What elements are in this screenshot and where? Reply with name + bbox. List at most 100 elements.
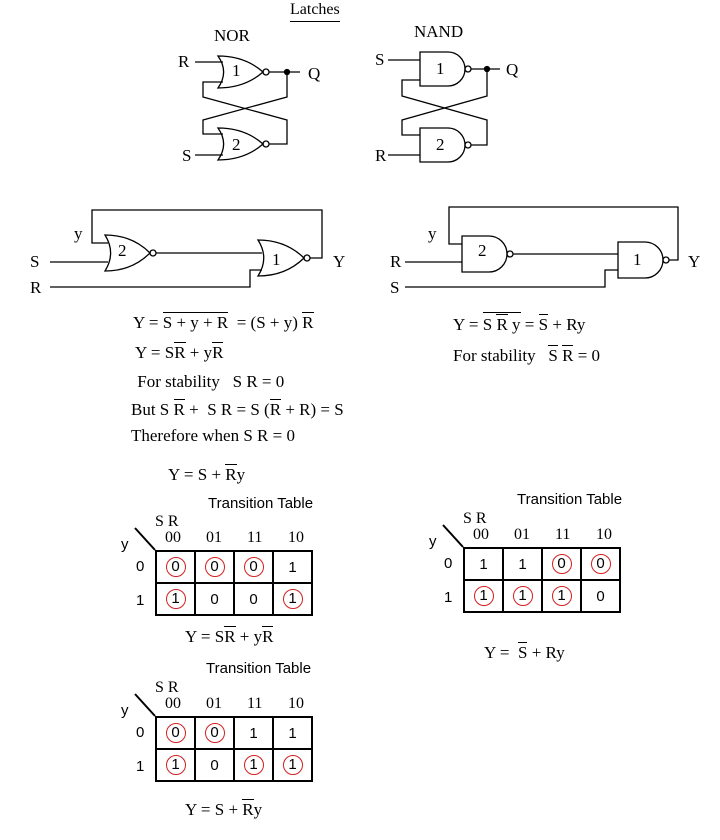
- stable-state-circled-value: 0: [165, 557, 186, 577]
- column-header: 10: [288, 529, 304, 546]
- wire: [91, 209, 323, 259]
- equation-text: R: [496, 315, 508, 334]
- row-variable-label: y: [429, 533, 437, 550]
- inversion-bubble-icon: [464, 65, 472, 73]
- table-cell: 0: [580, 579, 621, 613]
- table-equation: Y = S + Ry: [185, 799, 262, 820]
- equation-text: + Ry: [527, 643, 565, 662]
- stable-state-circled-value: 1: [243, 755, 264, 775]
- stable-state-circled-value: 1: [165, 589, 186, 609]
- table-cell: 0: [580, 547, 621, 581]
- stable-state-circled-value: 0: [204, 557, 225, 577]
- table-cell: 1: [155, 748, 196, 782]
- row-header: 1: [444, 589, 453, 606]
- equation-text: =: [520, 315, 539, 334]
- equation-text: + y: [235, 627, 263, 646]
- nor-output-q: Q: [308, 64, 321, 83]
- column-header: 11: [247, 695, 263, 712]
- nand-input-s: S: [375, 50, 385, 69]
- nand-circuit-y-label: y: [428, 224, 437, 243]
- table-cell: 1: [272, 550, 313, 584]
- overline-term: R: [225, 464, 237, 485]
- equation-left-1: Y = SR + yR: [135, 342, 224, 363]
- table-cell: 1: [155, 582, 196, 616]
- wire: [202, 81, 288, 145]
- equation-text: y: [507, 315, 521, 334]
- table-cell: 0: [155, 550, 196, 584]
- equation-left-4: Therefore when S R = 0: [131, 426, 295, 446]
- equation-text: S: [517, 643, 528, 662]
- equation-text: For stability: [453, 346, 549, 365]
- overline-term: R: [173, 399, 185, 420]
- nand-circuit-gate-2-label: 2: [478, 241, 487, 260]
- table-cell: 1: [272, 582, 313, 616]
- equation-text: Y =: [453, 315, 483, 334]
- column-header: 11: [247, 529, 263, 546]
- row-header: 1: [136, 592, 145, 609]
- equation-left-2: For stability S R = 0: [133, 372, 284, 392]
- equation-text: R: [212, 343, 224, 362]
- column-header: 01: [514, 526, 530, 543]
- overline-term: R: [562, 345, 574, 366]
- stable-state-circled-value: 1: [165, 755, 186, 775]
- stable-state-circled-value: 0: [204, 723, 225, 743]
- nor-circuit-gate-2-label: 2: [118, 241, 127, 260]
- equation-left-5: Y = S + Ry: [168, 464, 245, 485]
- equation-text: + y: [185, 343, 213, 362]
- equation-text: Y = S +: [185, 800, 243, 819]
- nand-output-q: Q: [506, 60, 519, 79]
- equation-text: S + y + R: [162, 313, 229, 332]
- nand-circuit-r-label: R: [390, 252, 402, 271]
- equation-text: Y = S: [135, 343, 175, 362]
- wire: [202, 72, 288, 135]
- nor-gate-1-icon: [216, 55, 264, 89]
- inversion-bubble-icon: [506, 250, 514, 258]
- overline-term: S: [548, 345, 558, 366]
- diagonal-divider: [134, 527, 156, 551]
- overline-term: R: [174, 342, 186, 363]
- wire: [50, 269, 262, 288]
- nor-circuit-y-label: y: [74, 224, 83, 243]
- table-cell: 0: [194, 748, 235, 782]
- equation-text: S: [482, 315, 497, 334]
- overline-term: R: [496, 314, 508, 335]
- column-header: 01: [206, 529, 222, 546]
- transition-table-title: Transition Table: [208, 495, 314, 512]
- nand-gate-2-label: 2: [436, 135, 445, 154]
- table-cell: 0: [194, 582, 235, 616]
- nand-circuit-y-output: Y: [688, 252, 701, 271]
- nor-circuit-r-label: R: [30, 278, 42, 297]
- table-cell: 1: [463, 579, 504, 613]
- overline-term: S: [538, 314, 549, 335]
- column-header: 00: [473, 526, 489, 543]
- nand-latch-label: NAND: [414, 22, 464, 41]
- overline-term: S: [517, 642, 528, 663]
- equation-text: R: [562, 346, 574, 365]
- inversion-bubble-icon: [662, 256, 670, 264]
- equation-left-3: But S R + S R = S (R + R) = S: [131, 399, 344, 420]
- nor-circuit-gate-1-label: 1: [272, 250, 281, 269]
- table-equation: Y = S + Ry: [484, 642, 565, 663]
- table-cell: 1: [502, 579, 543, 613]
- row-variable-label: y: [121, 536, 129, 553]
- equation-text: But S: [131, 400, 174, 419]
- column-header: 10: [596, 526, 612, 543]
- equation-text: R: [224, 627, 236, 646]
- nor-input-s: S: [182, 146, 192, 165]
- table-cell: 0: [541, 547, 582, 581]
- diagonal-divider: [134, 693, 156, 717]
- stable-state-circled-value: 0: [243, 557, 264, 577]
- column-header: 11: [555, 526, 571, 543]
- table-cell: 0: [233, 582, 274, 616]
- diagonal-divider: [442, 524, 464, 548]
- nor-gate-2-icon: [216, 127, 264, 161]
- nor-latch-label: NOR: [214, 26, 250, 45]
- table-cell: 1: [272, 748, 313, 782]
- table-cell: 0: [155, 716, 196, 750]
- wire: [448, 206, 679, 261]
- equation-text: = 0: [573, 346, 601, 365]
